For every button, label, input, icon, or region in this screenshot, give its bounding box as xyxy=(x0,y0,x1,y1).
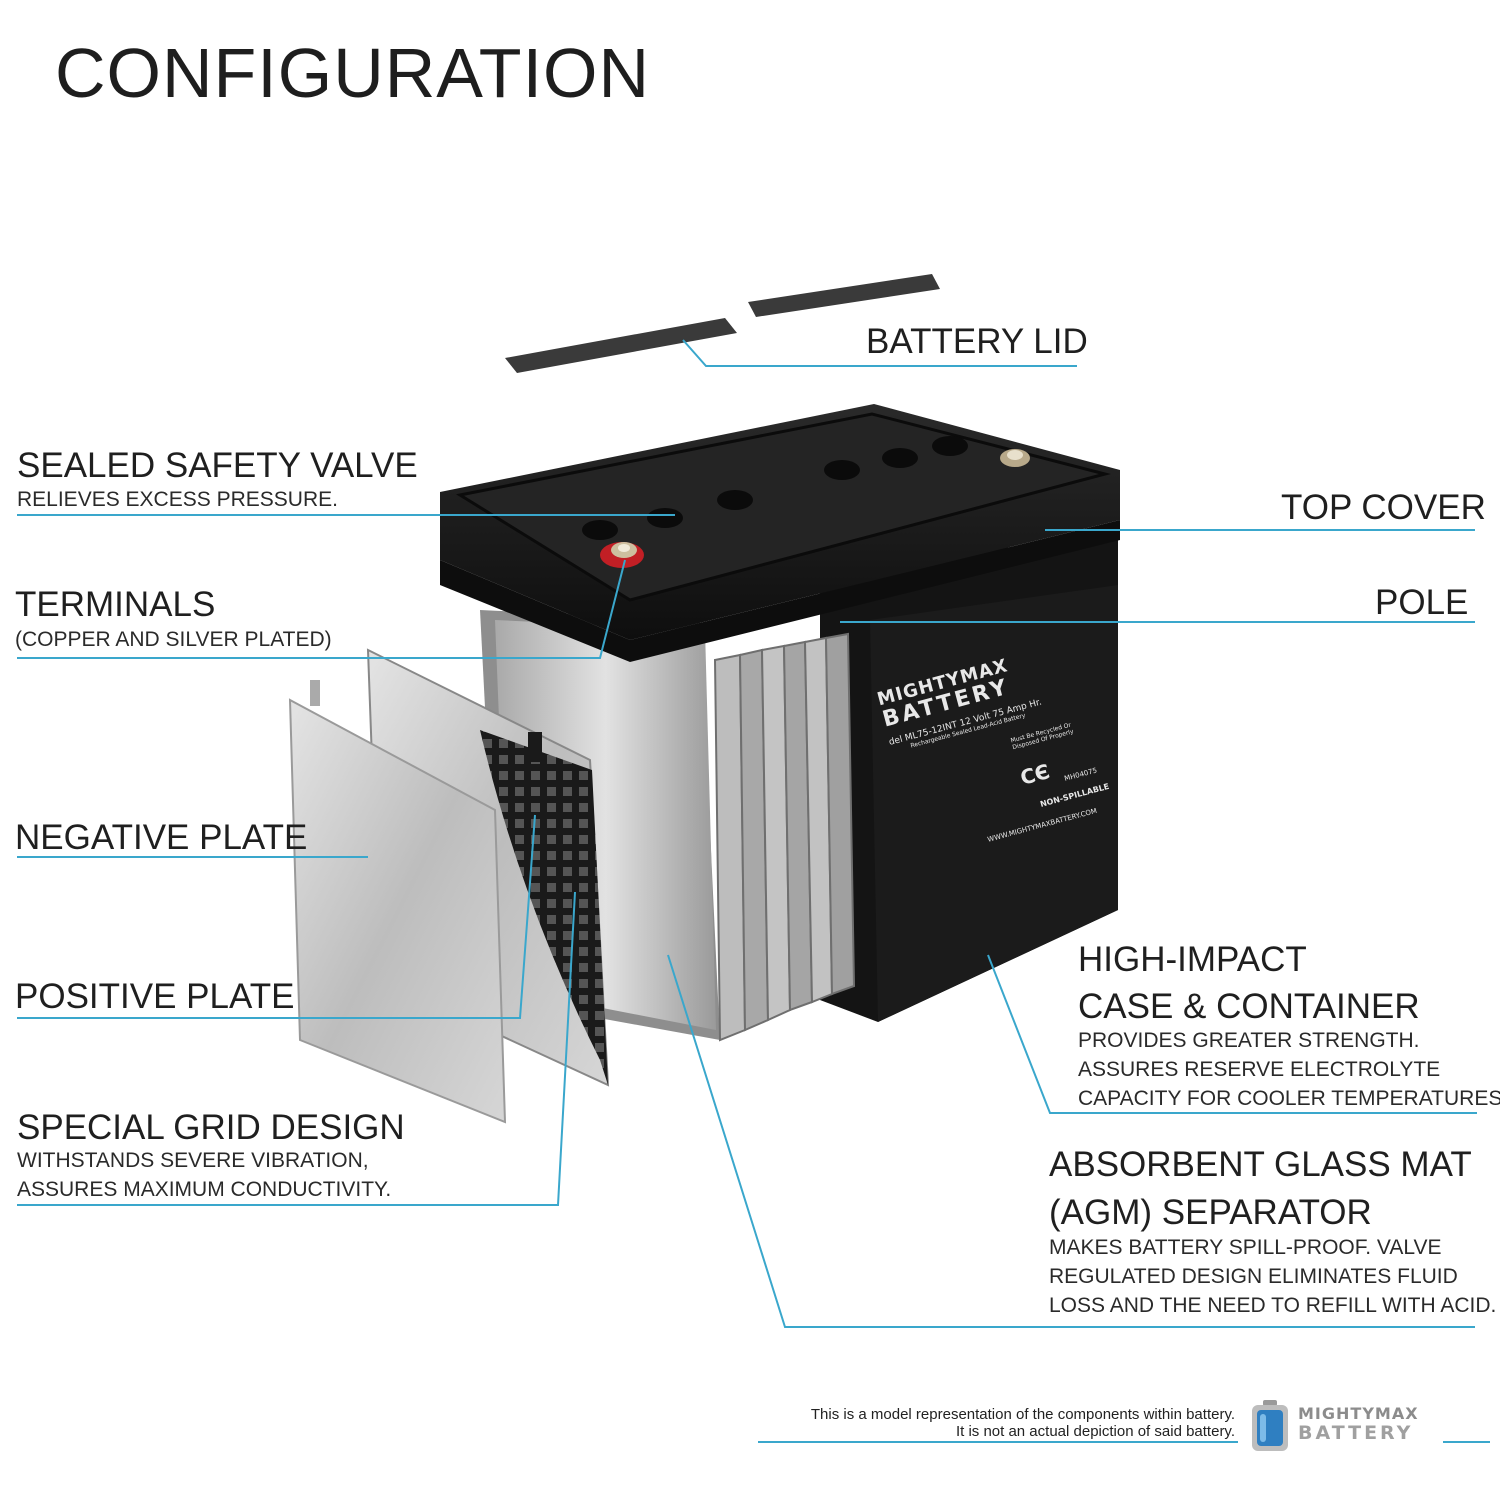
battery-recycle: Must Be Recycled Or Disposed Of Properly xyxy=(1009,721,1075,752)
logo-line-1: MIGHTYMAX xyxy=(1298,1404,1419,1423)
battery-lid-label: BATTERY LID xyxy=(866,322,1088,361)
agm-label-1: ABSORBENT GLASS MAT xyxy=(1049,1145,1472,1184)
terminals-label: TERMINALS xyxy=(15,585,216,624)
disclaimer-line-1: This is a model representation of the co… xyxy=(810,1406,1235,1423)
agm-desc-3: LOSS AND THE NEED TO REFILL WITH ACID. xyxy=(1049,1294,1497,1317)
terminals-desc: (COPPER AND SILVER PLATED) xyxy=(15,628,332,651)
battery-case xyxy=(820,540,1118,1022)
mightymax-logo: MIGHTYMAX BATTERY xyxy=(1248,1398,1448,1452)
case-desc-1: PROVIDES GREATER STRENGTH. xyxy=(1078,1029,1420,1052)
logo-line-2: BATTERY xyxy=(1298,1422,1414,1444)
negative-terminal xyxy=(1000,449,1030,467)
top-cover xyxy=(440,404,1120,662)
callout-lines xyxy=(17,339,1490,1443)
battery-website: WWW.MIGHTYMAXBATTERY.COM xyxy=(986,806,1098,844)
special-grid-label: SPECIAL GRID DESIGN xyxy=(17,1108,405,1147)
special-grid-desc-1: WITHSTANDS SEVERE VIBRATION, xyxy=(17,1149,369,1172)
page-title: CONFIGURATION xyxy=(55,34,651,112)
disclaimer-line-2: It is not an actual depiction of said ba… xyxy=(955,1423,1235,1440)
case-desc-2: ASSURES RESERVE ELECTROLYTE xyxy=(1078,1058,1441,1081)
special-grid-desc-2: ASSURES MAXIMUM CONDUCTIVITY. xyxy=(17,1178,392,1201)
sealed-safety-valve-label: SEALED SAFETY VALVE xyxy=(17,446,418,485)
battery-lid-strips xyxy=(505,274,940,373)
sealed-safety-valve-desc: RELIEVES EXCESS PRESSURE. xyxy=(17,488,338,511)
positive-terminal xyxy=(600,542,644,568)
negative-plate xyxy=(288,680,507,1124)
case-label-1: HIGH-IMPACT xyxy=(1078,940,1307,979)
agm-desc-1: MAKES BATTERY SPILL-PROOF. VALVE xyxy=(1049,1236,1442,1259)
positive-plate-label: POSITIVE PLATE xyxy=(15,977,295,1016)
pole-label: POLE xyxy=(1375,583,1469,622)
top-cover-label: TOP COVER xyxy=(1281,488,1486,527)
case-label-2: CASE & CONTAINER xyxy=(1078,987,1420,1026)
battery-logo-icon xyxy=(1252,1400,1288,1451)
case-desc-3: CAPACITY FOR COOLER TEMPERATURES. xyxy=(1078,1087,1500,1110)
agm-label-2: (AGM) SEPARATOR xyxy=(1049,1193,1372,1232)
agm-desc-2: REGULATED DESIGN ELIMINATES FLUID xyxy=(1049,1265,1458,1288)
negative-plate-label: NEGATIVE PLATE xyxy=(15,818,308,857)
